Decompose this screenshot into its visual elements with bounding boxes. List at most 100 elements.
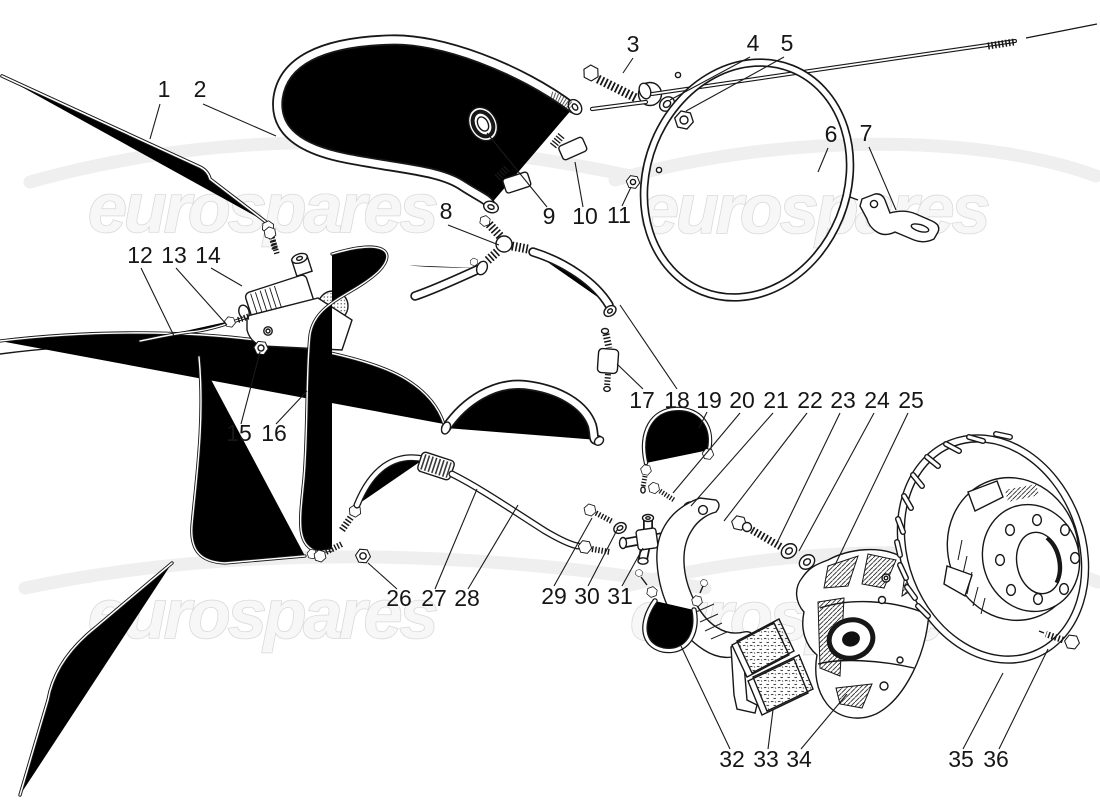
part-callout-8[interactable]: 8 (440, 198, 453, 224)
hub-bolt-holes (994, 513, 1081, 606)
part-callout-11[interactable]: 11 (607, 202, 631, 228)
leader-line-35 (962, 672, 1004, 750)
part-supply-pipe (650, 23, 1098, 96)
part-hose-18 (533, 252, 617, 318)
leader-line-13 (175, 267, 228, 326)
leader-line-36 (998, 648, 1049, 750)
leader-line-27 (434, 488, 478, 590)
part-bolt-36 (1038, 630, 1081, 651)
part-callout-17[interactable]: 17 (629, 387, 655, 413)
leader-line-9 (486, 132, 548, 208)
part-u-hose-32 (634, 568, 709, 651)
part-rigid-pipe-1 (0, 74, 278, 251)
leader-line-6 (817, 147, 829, 173)
part-callout-16[interactable]: 16 (261, 420, 287, 446)
part-callout-13[interactable]: 13 (161, 242, 187, 268)
leader-line-25 (834, 412, 909, 566)
part-callout-31[interactable]: 31 (607, 583, 633, 609)
part-nut-26 (354, 548, 372, 564)
leader-line-29 (553, 517, 593, 587)
part-callout-23[interactable]: 23 (830, 387, 856, 413)
part-callout-18[interactable]: 18 (664, 387, 690, 413)
part-callout-30[interactable]: 30 (574, 583, 600, 609)
part-hose-clamp-10 (494, 132, 588, 194)
part-callout-9[interactable]: 9 (543, 203, 556, 229)
leader-line-1 (149, 103, 161, 140)
part-body-line-and-pipe-12 (0, 331, 446, 426)
part-callout-35[interactable]: 35 (948, 746, 974, 772)
leader-line-17 (616, 363, 644, 390)
part-union-8 (408, 213, 529, 296)
part-valve-17 (596, 327, 620, 393)
part-callout-28[interactable]: 28 (454, 585, 480, 611)
part-nut-11 (624, 174, 642, 190)
part-callout-29[interactable]: 29 (541, 583, 567, 609)
leader-line-34 (800, 693, 848, 750)
leader-line-23 (776, 412, 841, 544)
part-flex-hose-28 (312, 451, 611, 564)
leader-line-33 (767, 709, 774, 750)
leader-line-24 (798, 412, 875, 552)
leader-line-21 (690, 412, 774, 507)
leader-line-8 (447, 224, 500, 246)
part-brake-pads-33 (730, 618, 814, 716)
part-callout-24[interactable]: 24 (864, 387, 890, 413)
part-callout-4[interactable]: 4 (747, 30, 760, 56)
part-callout-7[interactable]: 7 (860, 120, 873, 146)
leader-line-12 (140, 267, 175, 337)
leader-line-20 (672, 412, 741, 494)
leader-line-32 (680, 645, 731, 750)
part-callout-19[interactable]: 19 (696, 387, 722, 413)
part-callout-22[interactable]: 22 (797, 387, 823, 413)
part-washer-23 (780, 543, 798, 559)
part-callout-26[interactable]: 26 (386, 585, 412, 611)
watermark-text: eurospares (88, 575, 436, 653)
part-hose-2 (278, 40, 583, 214)
part-s-hose (440, 385, 605, 447)
part-nut-5 (672, 109, 696, 131)
leader-line-26 (367, 562, 398, 590)
part-callout-27[interactable]: 27 (421, 585, 447, 611)
part-bracket-7 (849, 193, 940, 243)
part-brake-disc-35 (894, 431, 1090, 664)
part-callout-1[interactable]: 1 (158, 76, 171, 102)
part-callout-5[interactable]: 5 (781, 30, 794, 56)
part-pipe-13 (138, 313, 251, 343)
part-callout-2[interactable]: 2 (194, 76, 207, 102)
part-callout-34[interactable]: 34 (786, 746, 812, 772)
leader-line-15 (240, 351, 261, 425)
leader-line-28 (467, 504, 519, 590)
leader-line-22 (723, 412, 808, 522)
part-callout-15[interactable]: 15 (226, 420, 252, 446)
leader-line-2 (202, 103, 277, 137)
leader-line-3 (622, 57, 634, 74)
part-bolt-29 (582, 502, 615, 525)
part-callout-3[interactable]: 3 (627, 31, 640, 57)
leader-line-10 (574, 161, 584, 208)
part-callout-14[interactable]: 14 (195, 242, 221, 268)
part-grommet-9 (467, 106, 499, 142)
part-bolt-20 (646, 480, 676, 503)
leader-line-7 (868, 146, 897, 211)
leader-line-5 (685, 56, 785, 112)
leader-line-18 (619, 304, 678, 390)
part-washer-24 (798, 554, 816, 570)
part-callout-10[interactable]: 10 (572, 203, 598, 229)
part-rigid-pipe-lower (18, 561, 174, 797)
part-callout-36[interactable]: 36 (983, 746, 1009, 772)
leader-line-4 (669, 56, 751, 101)
part-callout-32[interactable]: 32 (719, 746, 745, 772)
part-callout-12[interactable]: 12 (127, 242, 153, 268)
part-pipe-16 (190, 245, 389, 565)
leader-line-31 (621, 547, 644, 587)
part-callout-20[interactable]: 20 (729, 387, 755, 413)
part-callout-6[interactable]: 6 (825, 121, 838, 147)
part-banjo-bolt-3 (580, 62, 663, 109)
leader-line-19 (698, 411, 708, 429)
part-callout-21[interactable]: 21 (763, 387, 789, 413)
part-callout-33[interactable]: 33 (753, 746, 779, 772)
part-callout-25[interactable]: 25 (898, 387, 924, 413)
